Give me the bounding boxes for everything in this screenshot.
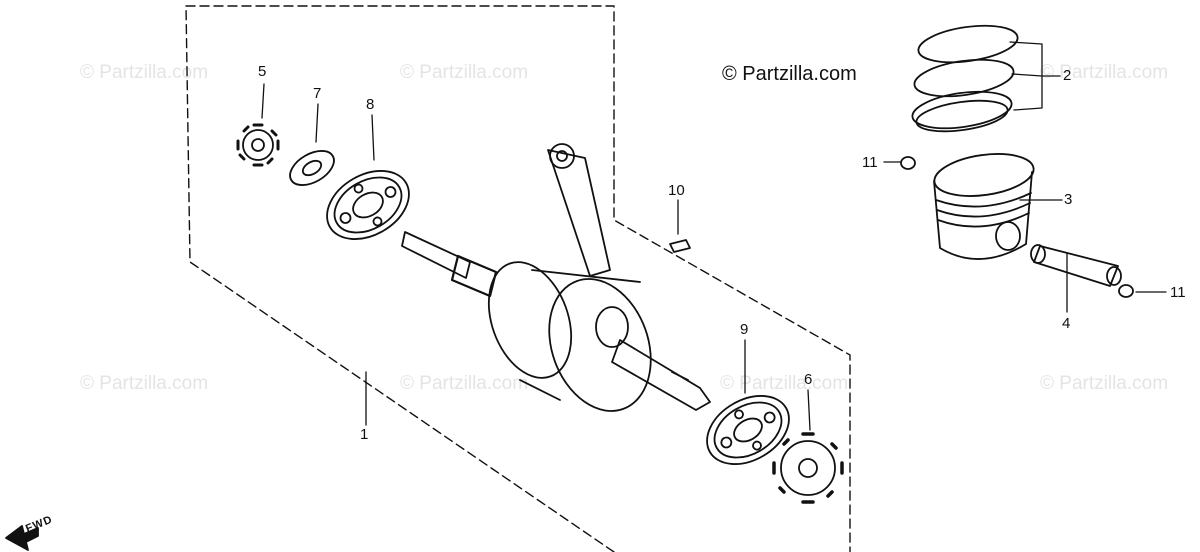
callout-8: 8: [366, 96, 375, 113]
piston: [933, 153, 1035, 260]
watermark: © Partzilla.com: [1040, 373, 1169, 394]
callout-11-lower: 11: [1170, 284, 1186, 301]
pin-clip-upper: [900, 156, 916, 170]
washer: [289, 150, 335, 186]
drive-sprocket: [772, 432, 844, 504]
bearing-left: [326, 170, 410, 240]
watermark: © Partzilla.com: [1040, 62, 1169, 83]
crankshaft: [401, 143, 711, 412]
bearing-right: [706, 395, 790, 465]
callout-10: 10: [668, 182, 685, 199]
copyright-text: © Partzilla.com: [722, 63, 857, 85]
callout-5: 5: [258, 63, 267, 80]
woodruff-key: [669, 239, 691, 253]
watermark: © Partzilla.com: [400, 62, 529, 83]
callout-1: 1: [360, 426, 369, 443]
callout-4: 4: [1062, 315, 1071, 332]
callout-3: 3: [1064, 191, 1073, 208]
leader-lines: [261, 41, 1167, 431]
callout-2: 2: [1063, 67, 1072, 84]
watermark: © Partzilla.com: [400, 373, 529, 394]
watermark: © Partzilla.com: [80, 62, 209, 83]
callout-9: 9: [740, 321, 749, 338]
assembly-boundary: [185, 5, 851, 552]
cam-sprocket: [236, 123, 280, 167]
watermark: © Partzilla.com: [80, 373, 209, 394]
callout-11-upper: 11: [862, 154, 878, 171]
pin-clip-lower: [1118, 284, 1134, 298]
callout-6: 6: [804, 371, 813, 388]
piston-pin: [1030, 244, 1122, 287]
piston-rings: [911, 24, 1019, 133]
watermark: © Partzilla.com: [720, 373, 849, 394]
callout-7: 7: [313, 85, 322, 102]
fwd-arrow-icon: [5, 525, 39, 551]
